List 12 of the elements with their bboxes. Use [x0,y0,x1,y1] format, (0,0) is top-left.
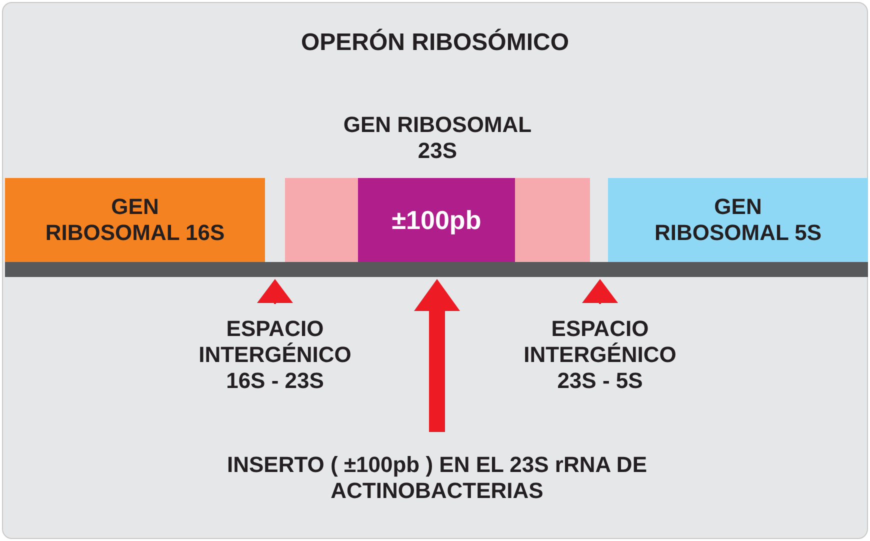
diagram-title: OPERÓN RIBOSÓMICO [300,30,570,56]
annotation-text: INSERTO ( ±100pb ) EN EL 23S rRNA DE ACTINOBACTERIAS [200,452,674,522]
gene-box: GEN RIBOSOMAL 16S [5,178,265,262]
gene-box: GEN RIBOSOMAL 5S [608,178,868,262]
annotation-text: ESPACIO INTERGÉNICO 23S - 5S [505,316,695,406]
arrow [257,279,293,304]
dna-strand-bar [5,262,868,277]
arrow [582,279,618,304]
annotation-text: ESPACIO INTERGÉNICO 16S - 23S [180,316,370,406]
arrow [414,279,460,432]
insert-box: ±100pb [358,178,515,262]
gene-label: GEN RIBOSOMAL 23S [342,112,533,164]
